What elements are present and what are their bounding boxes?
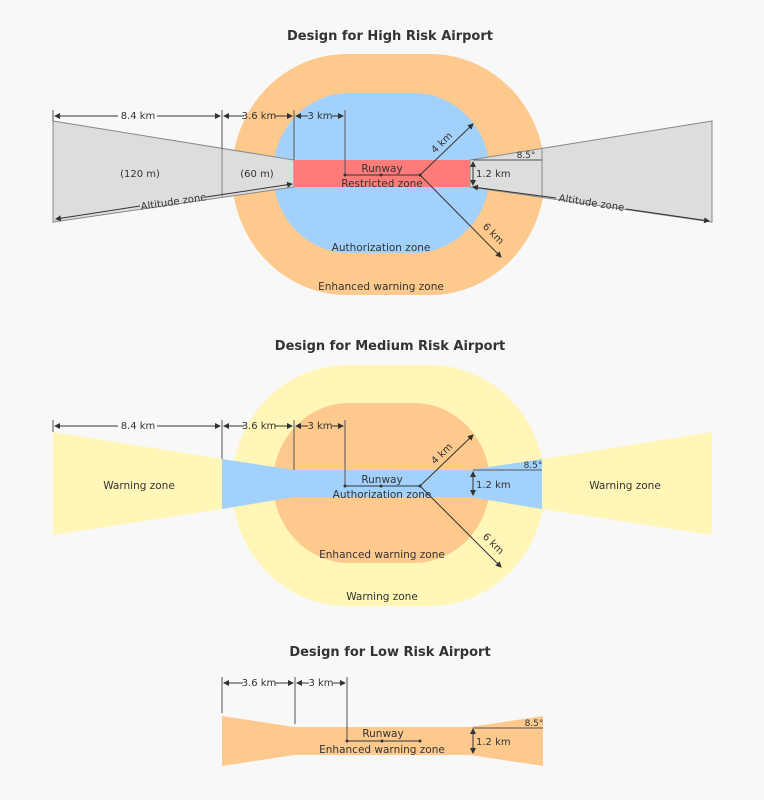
dim-8-4km: 8.4 km (121, 111, 156, 122)
height-120m: (120 m) (120, 169, 160, 180)
dim-8-4km: 8.4 km (121, 421, 156, 432)
high-risk-diagram: Design for High Risk Airport 8.4 km 3.6 … (52, 29, 713, 295)
high-risk-title: Design for High Risk Airport (287, 29, 493, 44)
authorization-zone-label: Authorization zone (332, 242, 431, 254)
dim-3-6km: 3.6 km (242, 111, 277, 122)
authorization-corridor-right (470, 459, 542, 509)
dim-3-6km: 3.6 km (242, 421, 277, 432)
warning-zone-left (53, 432, 222, 535)
angle-8-5: 8.5° (524, 461, 543, 471)
width-1-2km: 1.2 km (476, 480, 511, 491)
width-1-2km: 1.2 km (476, 169, 511, 180)
angle-8-5: 8.5° (525, 719, 544, 729)
enhanced-warning-zone-label: Enhanced warning zone (319, 549, 445, 561)
enhanced-warning-zone-label: Enhanced warning zone (318, 281, 444, 293)
runway-label: Runway (362, 728, 403, 740)
angle-8-5: 8.5° (517, 151, 536, 161)
warning-zone-right (542, 432, 712, 535)
warning-zone-outer-label: Warning zone (346, 591, 418, 603)
height-60m: (60 m) (240, 169, 274, 180)
enhanced-warning-zone-label: Enhanced warning zone (319, 744, 445, 756)
dim-3km: 3 km (308, 678, 333, 689)
width-1-2km: 1.2 km (476, 737, 511, 748)
restricted-zone-label: Restricted zone (341, 178, 423, 190)
dim-3-6km: 3.6 km (242, 678, 277, 689)
restricted-zone-runway (294, 160, 470, 187)
authorization-zone-runway (294, 470, 470, 497)
runway-label: Runway (361, 163, 402, 175)
authorization-corridor-left (222, 459, 294, 509)
dim-3km: 3 km (307, 421, 332, 432)
dim-3km: 3 km (307, 111, 332, 122)
medium-risk-diagram: Design for Medium Risk Airport 8.4 km 3.… (52, 339, 712, 606)
runway-label: Runway (361, 474, 402, 486)
low-risk-title: Design for Low Risk Airport (289, 645, 490, 660)
warning-zone-right-label: Warning zone (589, 480, 661, 492)
warning-zone-left-label: Warning zone (103, 480, 175, 492)
low-risk-diagram: Design for Low Risk Airport 3.6 km 3 km … (221, 645, 544, 766)
authorization-zone-label: Authorization zone (333, 489, 432, 501)
medium-risk-title: Design for Medium Risk Airport (275, 339, 505, 354)
